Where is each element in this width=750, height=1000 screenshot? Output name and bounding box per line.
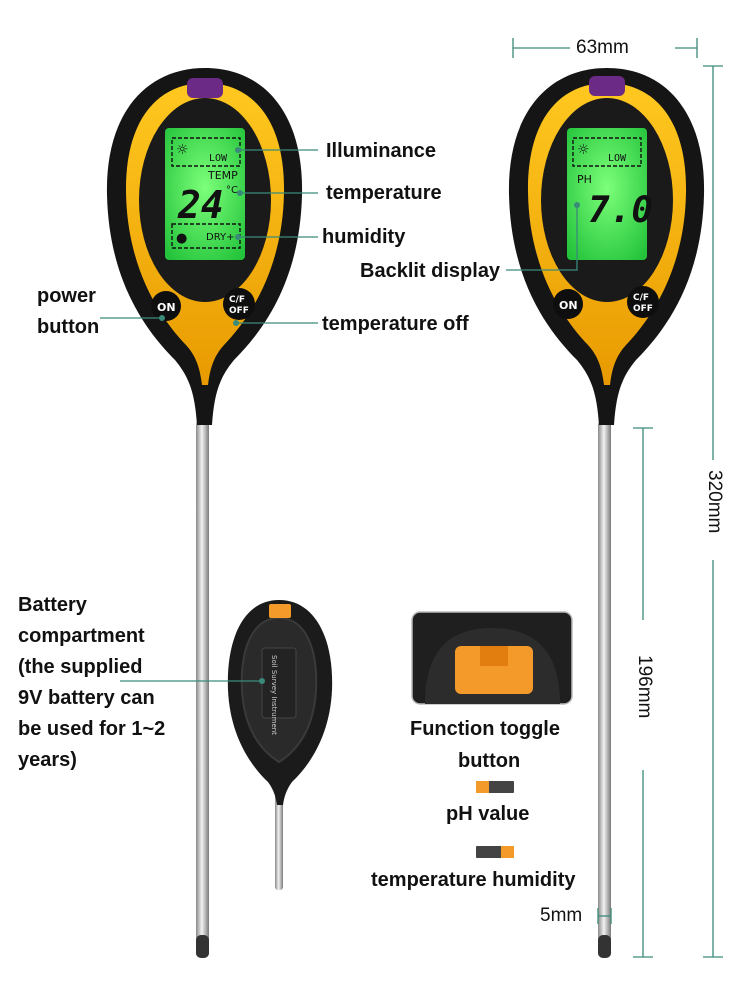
leader-dots — [159, 147, 580, 684]
switch-legend — [476, 781, 514, 858]
left-lcd-sun-icon: ☼ — [176, 142, 189, 158]
left-probe-tip — [196, 935, 209, 958]
left-lcd-unit: °C — [226, 185, 238, 196]
left-lcd-value: 24 — [177, 183, 224, 227]
right-cf-label: C/F — [633, 293, 649, 303]
right-lcd-sun-icon: ☼ — [577, 142, 590, 158]
back-sticker-text: Soil Survey Instrument — [270, 655, 278, 735]
right-off-label: OFF — [633, 304, 653, 314]
left-lcd-screen — [165, 128, 245, 260]
left-lcd-dry: DRY+ — [206, 232, 235, 243]
toggle-slider-notch — [480, 646, 508, 666]
left-meter: ☼ LOW TEMP 24 °C ● DRY+ ON C/F OFF — [106, 68, 303, 958]
backlit-display-label: Backlit display — [360, 260, 501, 282]
ph-value-label: pH value — [446, 803, 530, 825]
ph-switch-knob — [476, 781, 489, 793]
right-probe — [598, 420, 611, 958]
left-off-label: OFF — [229, 306, 249, 316]
right-lcd-value: 7.0 — [588, 190, 653, 231]
right-lcd-low: LOW — [608, 153, 627, 164]
left-lcd-temp: TEMP — [207, 169, 238, 182]
back-sticker — [261, 647, 297, 719]
left-cf-button[interactable] — [223, 288, 255, 320]
left-lcd-drop-icon: ● — [176, 231, 187, 246]
leader-lines — [100, 149, 578, 682]
right-lcd-screen — [567, 128, 647, 260]
right-on-button[interactable] — [553, 289, 583, 319]
left-cf-label: C/F — [229, 295, 245, 305]
temp-humidity-switch-knob — [501, 846, 514, 858]
back-probe — [275, 790, 283, 890]
left-indicator — [187, 78, 223, 98]
right-cf-button[interactable] — [627, 286, 659, 318]
battery-line-4: 9V battery can — [18, 687, 155, 709]
power-label-line1: power — [37, 285, 96, 307]
battery-label: Battery compartment (the supplied 9V bat… — [18, 590, 165, 776]
temperature-label: temperature — [326, 182, 442, 204]
function-toggle-label-line2: button — [458, 750, 521, 772]
temperature-humidity-label: temperature humidity — [371, 869, 576, 891]
dim-probe-text: 196mm — [634, 655, 655, 719]
left-probe — [196, 420, 209, 958]
left-lcd-low: LOW — [209, 153, 228, 164]
left-on-button[interactable] — [151, 291, 181, 321]
battery-line-2: compartment — [18, 625, 145, 647]
power-label-line2: button — [37, 316, 100, 338]
battery-line-1: Battery — [18, 594, 87, 616]
toggle-slider[interactable] — [455, 646, 533, 694]
toggle-inset — [411, 611, 573, 705]
illuminance-label: Illuminance — [326, 140, 437, 162]
battery-line-5: be used for 1~2 — [18, 718, 166, 740]
dim-width-text: 63mm — [576, 37, 629, 58]
battery-line-3: (the supplied — [18, 656, 143, 678]
dim-diameter-text: 5mm — [540, 905, 583, 926]
right-indicator — [589, 76, 625, 96]
back-device: Soil Survey Instrument — [227, 600, 333, 890]
left-on-label: ON — [157, 301, 176, 314]
right-probe-tip — [598, 935, 611, 958]
battery-line-6: years) — [18, 749, 77, 771]
right-lcd-low-box — [572, 137, 642, 167]
back-switch[interactable] — [269, 604, 291, 618]
function-toggle-label-line1: Function toggle — [410, 718, 560, 740]
temperature-off-label: temperature off — [322, 313, 469, 335]
dim-height-text: 320mm — [704, 470, 725, 534]
right-on-label: ON — [559, 299, 578, 312]
dimension-lines — [512, 38, 723, 958]
humidity-label: humidity — [322, 226, 406, 248]
right-meter: ☼ LOW PH 7.0 ON C/F OFF — [508, 68, 705, 958]
right-lcd-ph: PH — [577, 173, 592, 186]
leader-backlit — [506, 205, 578, 271]
